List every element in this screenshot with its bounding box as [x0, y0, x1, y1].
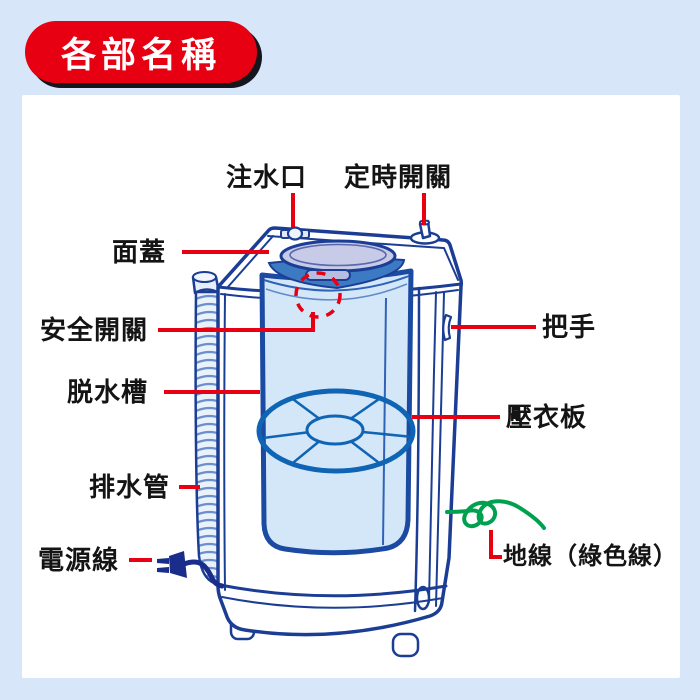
label-power-cord: 電源線 [38, 545, 120, 575]
label-handle: 把手 [542, 312, 597, 342]
pointer-lines [129, 193, 536, 562]
cutaway-window [259, 268, 414, 556]
safety-switch-marker [294, 271, 342, 319]
label-safety-switch: 安全開關 [40, 315, 149, 345]
handle-notch [442, 313, 453, 342]
page-title: 各部名稱 [60, 35, 221, 75]
press-plate-graphic [256, 388, 416, 474]
timer-knob [409, 219, 441, 245]
label-timer-switch: 定時開關 [344, 162, 453, 192]
power-plug-graphic [157, 551, 225, 589]
label-ground-wire: 地線（綠色線） [503, 543, 678, 570]
ground-wire-graphic [445, 499, 546, 530]
title-badge: 各部名稱 [25, 21, 257, 83]
label-spin-tub: 脱水槽 [67, 377, 149, 407]
water-inlet-fitting [280, 226, 310, 241]
pointer-ground-wire [489, 530, 502, 559]
label-lid: 面蓋 [112, 237, 167, 267]
washer-lid [267, 239, 406, 290]
lid-handle-slot [305, 269, 351, 281]
label-water-inlet: 注水口 [226, 162, 308, 192]
label-press-plate: 壓衣板 [506, 402, 588, 432]
label-drain-hose: 排水管 [89, 472, 171, 502]
